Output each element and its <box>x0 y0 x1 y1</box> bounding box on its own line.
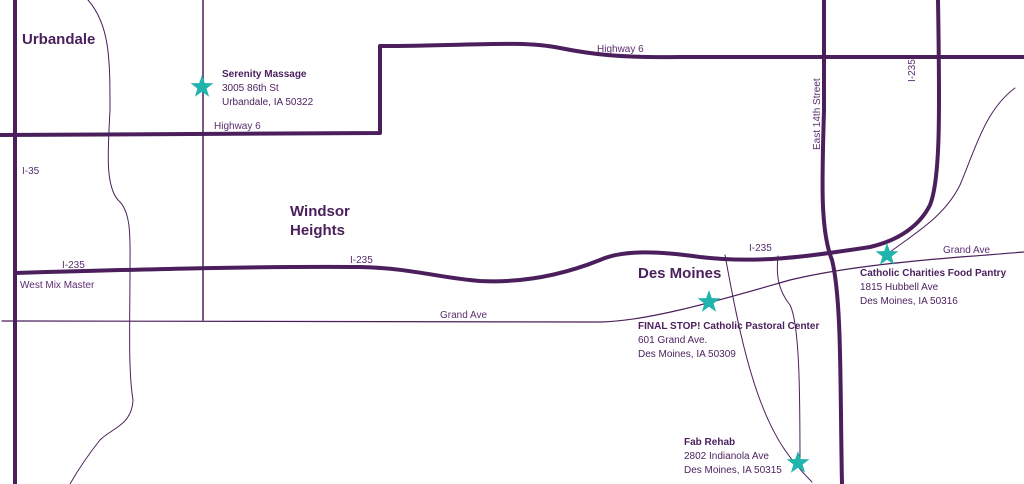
highway6-west-road <box>0 41 1024 137</box>
city-label-windsor-heights-line1: Windsor <box>290 203 350 220</box>
star-markers <box>190 75 899 473</box>
indianola-road <box>776 255 801 469</box>
poi-city: Des Moines, IA 50309 <box>638 349 736 360</box>
road-label-highway6-west: Highway 6 <box>214 121 261 132</box>
poi-name: FINAL STOP! Catholic Pastoral Center <box>638 321 820 332</box>
road-label-i235-mid: I-235 <box>350 255 373 266</box>
road-label-i235-vertical: I-235 <box>907 59 918 82</box>
poi-catholic-pastoral-center: FINAL STOP! Catholic Pastoral Center 601… <box>638 320 819 362</box>
grand-ave-road <box>1 251 1024 323</box>
poi-city: Des Moines, IA 50315 <box>684 465 782 476</box>
poi-name: Fab Rehab <box>684 437 736 448</box>
poi-name: Serenity Massage <box>222 69 307 80</box>
southwest-9th-road <box>724 254 813 483</box>
road-label-i235-west: I-235 <box>62 260 85 271</box>
star-marker-catholic-pastoral-center[interactable] <box>697 290 721 312</box>
poi-fab-rehab: Fab Rehab 2802 Indianola Ave Des Moines,… <box>684 436 782 478</box>
poi-street: 601 Grand Ave. <box>638 335 708 346</box>
road-label-i35: I-35 <box>22 166 40 177</box>
poi-name: Catholic Charities Food Pantry <box>860 268 1007 279</box>
i235-road <box>13 0 942 284</box>
poi-street: 2802 Indianola Ave <box>684 451 769 462</box>
poi-serenity-massage: Serenity Massage 3005 86th St Urbandale,… <box>222 68 313 110</box>
poi-food-pantry: Catholic Charities Food Pantry 1815 Hubb… <box>860 267 1006 309</box>
northeast-road <box>889 87 1016 253</box>
poi-city: Des Moines, IA 50316 <box>860 296 958 307</box>
poi-street: 1815 Hubbell Ave <box>860 282 939 293</box>
poi-city: Urbandale, IA 50322 <box>222 97 314 108</box>
road-label-east-14th-street: East 14th Street <box>812 78 823 150</box>
poi-street: 3005 86th St <box>222 83 279 94</box>
road-label-grand-ave-mid: Grand Ave <box>440 310 488 321</box>
star-marker-serenity-massage[interactable] <box>190 75 214 97</box>
west-stream-road <box>69 0 134 484</box>
road-label-west-mix-master: West Mix Master <box>20 280 95 291</box>
road-label-highway6-east: Highway 6 <box>597 44 644 55</box>
city-label-des-moines: Des Moines <box>638 265 722 282</box>
city-label-windsor-heights-line2: Heights <box>290 222 346 239</box>
road-label-grand-ave-east: Grand Ave <box>943 245 991 256</box>
star-marker-food-pantry[interactable] <box>875 243 899 265</box>
road-label-i235-east: I-235 <box>749 243 772 254</box>
star-marker-fab-rehab[interactable] <box>786 451 810 473</box>
city-label-urbandale: Urbandale <box>22 31 96 48</box>
east-14th-street-road <box>820 0 844 484</box>
